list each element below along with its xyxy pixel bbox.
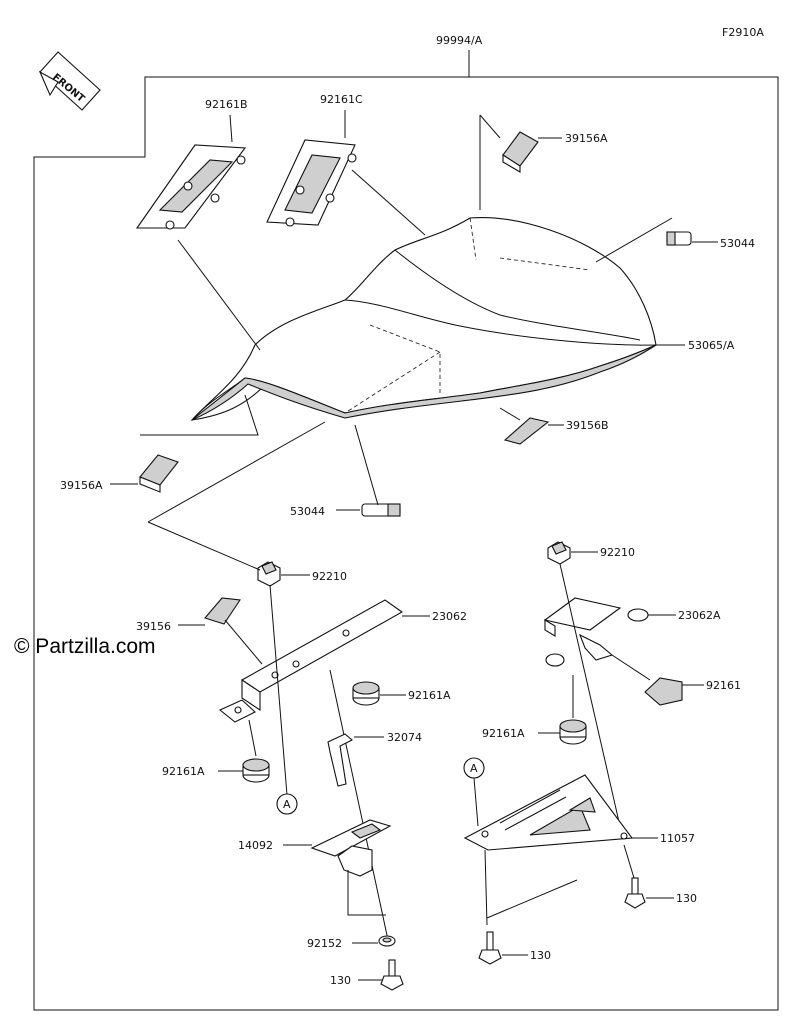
label-32074: 32074 <box>387 731 422 744</box>
leader-92210-left <box>147 421 326 576</box>
label-92161a-right: 92161A <box>482 727 525 740</box>
damper-plate-92161c <box>266 110 357 227</box>
pad-39156 <box>204 597 241 625</box>
leader-53044-mid <box>336 424 379 511</box>
leader-53044-right <box>595 217 718 263</box>
label-92210-right: 92210 <box>600 546 635 559</box>
leader-11057 <box>473 777 658 839</box>
kit-part-number: 99994/A <box>436 34 483 47</box>
clip-53044-right <box>666 231 692 246</box>
label-53044-right: 53044 <box>720 237 755 250</box>
bracket-23062a <box>543 597 649 667</box>
label-92161: 92161 <box>706 679 741 692</box>
leader-39156 <box>178 619 263 665</box>
label-23062a: 23062A <box>678 609 721 622</box>
svg-text:A: A <box>283 798 291 811</box>
bolt-130-right <box>624 877 646 909</box>
leader-stay <box>329 669 389 941</box>
leader-plate-b <box>177 239 261 351</box>
label-53044-mid: 53044 <box>290 505 325 518</box>
label-130-bottom: 130 <box>330 974 351 987</box>
label-92152: 92152 <box>307 937 342 950</box>
nut-92210-left <box>257 561 281 587</box>
damper-92161a-right <box>559 719 587 745</box>
leader-damper-left <box>248 719 257 757</box>
pad-39156a-top <box>502 131 539 173</box>
pad-92161 <box>644 677 683 706</box>
pad-39156b <box>503 417 550 445</box>
label-11057: 11057 <box>660 832 695 845</box>
damper-plate-92161b <box>135 114 247 230</box>
diagram-code: F2910A <box>722 26 764 39</box>
watermark: © Partzilla.com <box>14 635 156 658</box>
pad-39156a-left <box>139 454 179 493</box>
leader-14092 <box>283 844 386 916</box>
leader-a-right-bracket <box>559 563 623 836</box>
nut-92210-right <box>547 541 571 565</box>
assembly-frame <box>33 76 779 1011</box>
label-23062: 23062 <box>432 610 467 623</box>
bracket-14092 <box>310 819 392 877</box>
bracket-23062 <box>218 599 404 723</box>
label-39156a-top: 39156A <box>565 132 608 145</box>
bolt-130-mid <box>478 931 502 965</box>
label-39156a-left: 39156A <box>60 479 103 492</box>
label-53065a: 53065/A <box>688 339 735 352</box>
label-39156: 39156 <box>136 620 171 633</box>
damper-92161a-mid <box>352 681 380 706</box>
callout-a-left: A <box>276 793 298 815</box>
label-92161a-mid: 92161A <box>408 689 451 702</box>
leader-39156a-top <box>479 114 562 210</box>
washer-92152 <box>378 935 396 947</box>
bolt-130-bottom <box>380 959 404 991</box>
seat-cowl <box>190 217 657 421</box>
label-92161c: 92161C <box>320 93 363 106</box>
leader-plate-c <box>351 169 426 236</box>
plate-11057 <box>463 774 634 851</box>
leader-130-mid <box>484 849 578 956</box>
leader-92161 <box>611 654 704 686</box>
leader-130-right <box>623 844 674 899</box>
leader-39156a-left <box>110 394 259 485</box>
label-14092: 14092 <box>238 839 273 852</box>
callout-a-right: A <box>463 757 485 779</box>
stay-32074 <box>327 733 353 787</box>
clip-53044-mid <box>361 503 401 517</box>
leader-39156b <box>499 407 564 426</box>
label-92161a-left: 92161A <box>162 765 205 778</box>
label-39156b: 39156B <box>566 419 609 432</box>
svg-text:A: A <box>470 762 478 775</box>
damper-92161a-left <box>242 758 270 783</box>
leader-a-left <box>269 584 288 796</box>
label-92161b: 92161B <box>205 98 248 111</box>
front-arrow-icon: FRONT <box>38 51 101 111</box>
label-130-right: 130 <box>676 892 697 905</box>
label-130-mid: 130 <box>530 949 551 962</box>
label-92210-left: 92210 <box>312 570 347 583</box>
